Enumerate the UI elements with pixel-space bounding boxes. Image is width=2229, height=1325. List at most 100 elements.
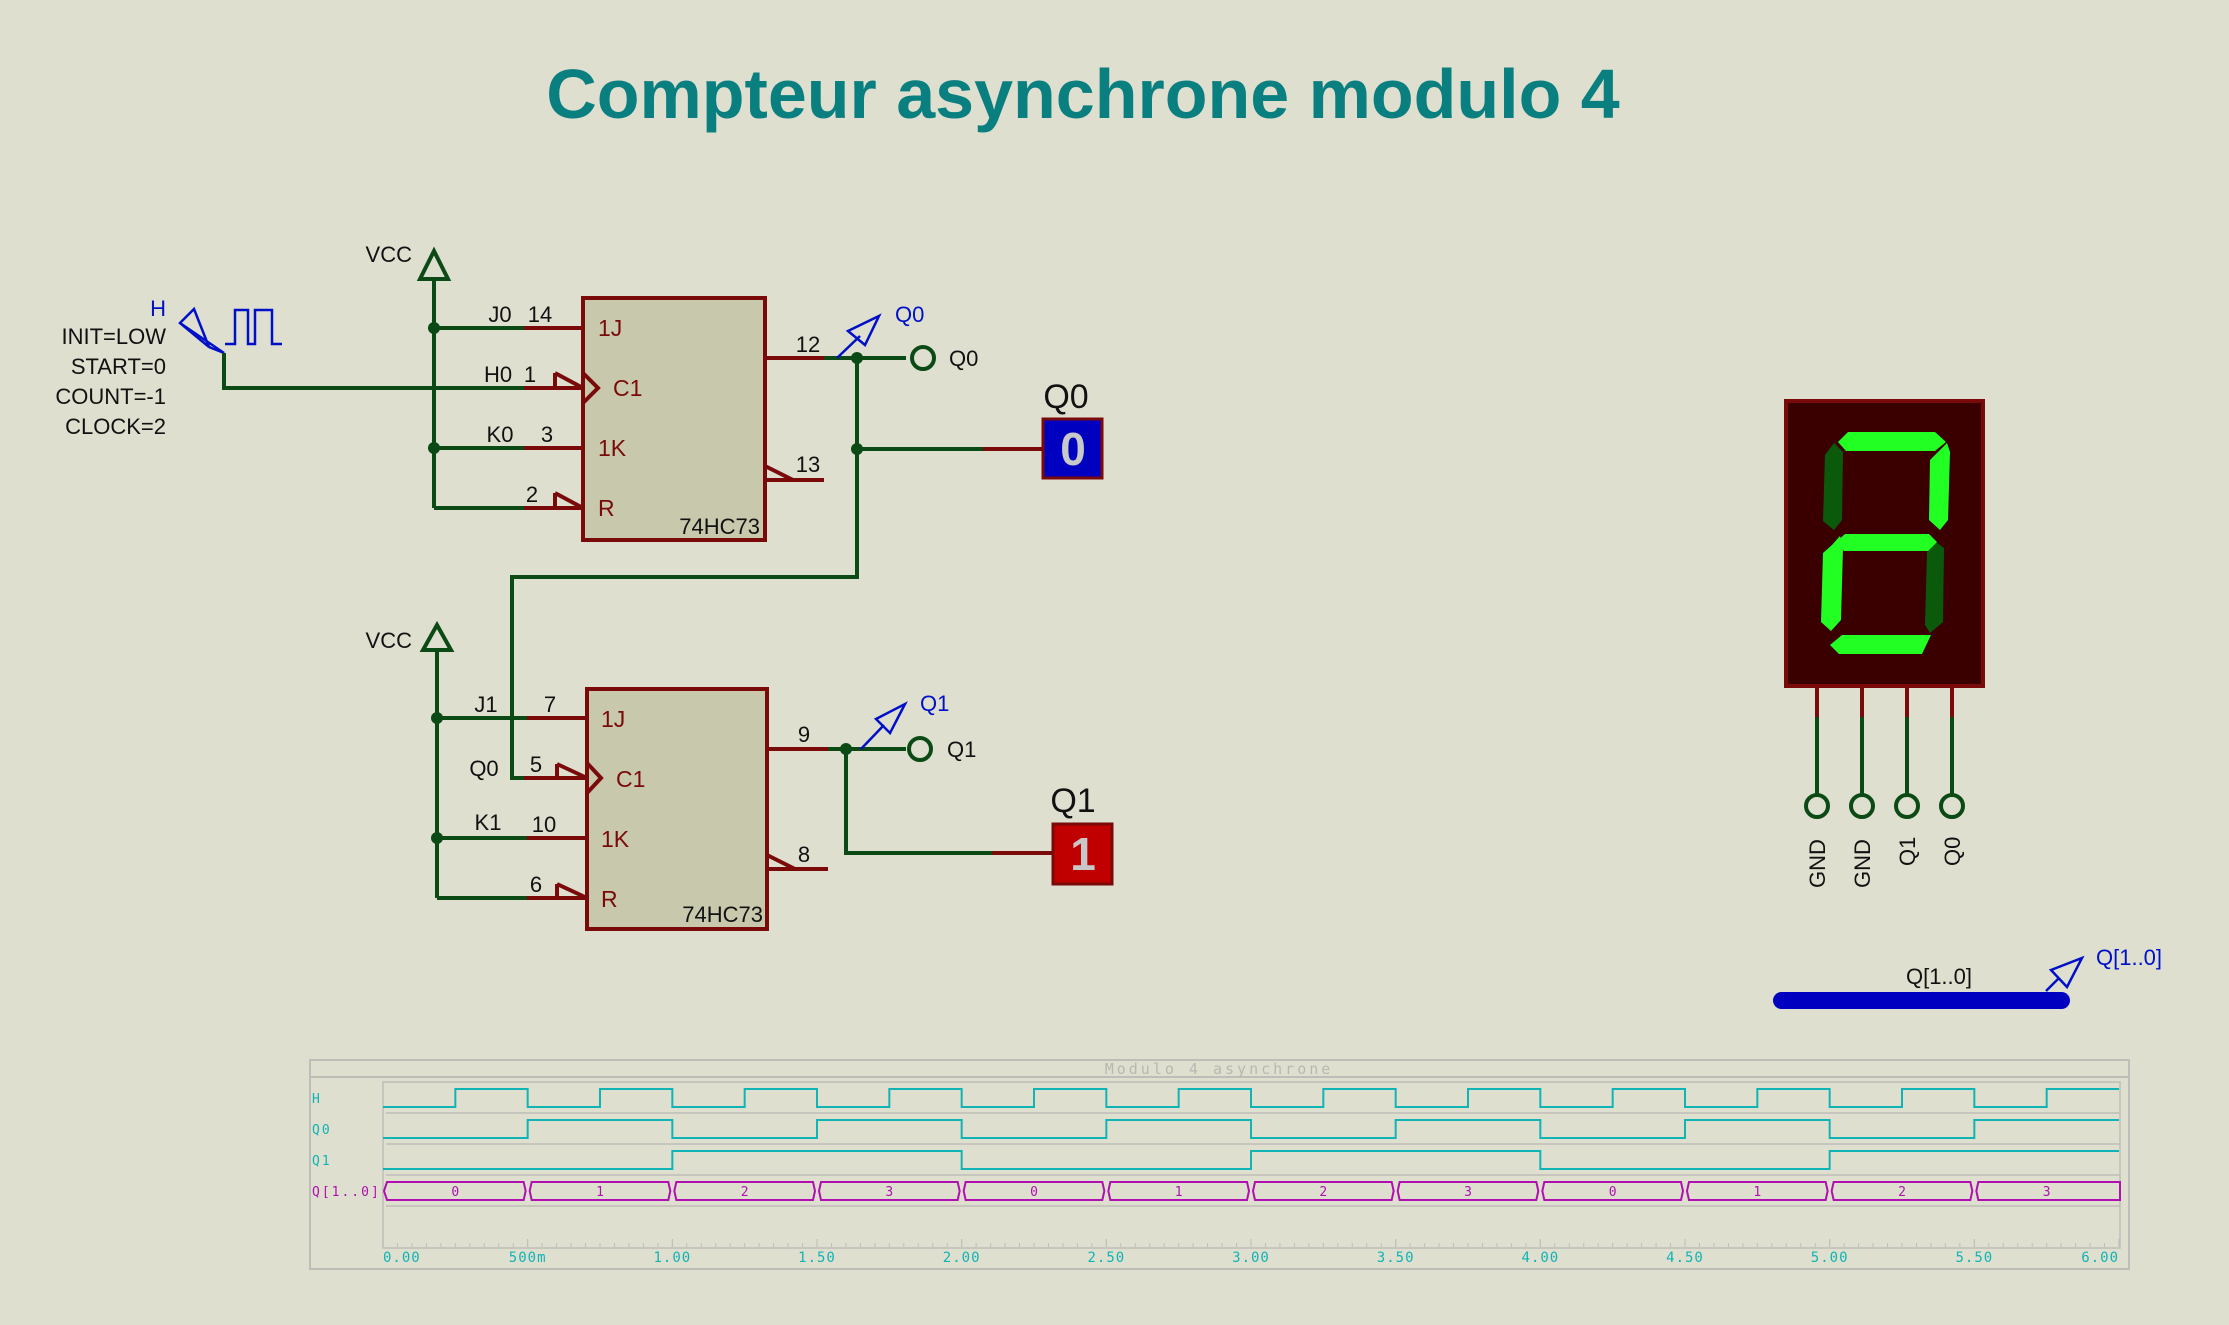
seven-segment-display[interactable]: GND GND Q1 Q0: [1784, 399, 1985, 888]
display-pins: [1815, 686, 1954, 795]
display-pin-label: GND: [1805, 839, 1830, 888]
bus-segment-value: 0: [451, 1185, 459, 1200]
power-arrow-icon: [416, 246, 452, 281]
junction-dot: [428, 322, 440, 334]
net-q1: [828, 743, 1052, 855]
pin-name-1j: 1J: [598, 315, 622, 341]
clock-generator-name: H: [150, 296, 166, 321]
bus-q10[interactable]: Q[1..0]: [1062, 964, 2070, 1009]
graph-frame: [309, 1059, 2130, 1270]
bus-segment-value: 1: [1175, 1185, 1183, 1200]
pin-number: 14: [528, 302, 552, 327]
clock-param-clock: CLOCK=2: [65, 414, 166, 439]
power-arrow-icon: [419, 620, 455, 652]
bus-segment-value: 2: [1319, 1185, 1327, 1200]
display-pin-label: Q0: [1940, 837, 1965, 866]
x-tick-label: 4.50: [1666, 1250, 1704, 1266]
pin-name-1k: 1K: [601, 826, 630, 852]
bus-segment: [1541, 1181, 1685, 1201]
pin-number: 3: [541, 422, 553, 447]
vcc-terminal-top[interactable]: VCC: [366, 242, 452, 281]
schematic-title: Compteur asynchrone modulo 4: [546, 55, 1620, 133]
bus-segment-value: 3: [1464, 1185, 1472, 1200]
bus-probe[interactable]: Q[1..0]: [2045, 945, 2162, 992]
bus-segment: [817, 1181, 961, 1201]
x-tick-label: 0.00: [383, 1250, 421, 1266]
display-pin-label: GND: [1850, 839, 1875, 888]
bus-segment: [673, 1181, 817, 1201]
segment-a: [1838, 432, 1946, 451]
bus-segment-value: 0: [1030, 1185, 1038, 1200]
bus-wire: [1773, 992, 2070, 1009]
bus-segment: [1830, 1181, 1974, 1201]
display-terminal-q0[interactable]: Q0: [1939, 793, 1965, 866]
display-terminal-gnd-1[interactable]: GND: [1804, 793, 1830, 888]
bus-segment: [1975, 1181, 2121, 1201]
pin-number: 10: [532, 812, 556, 837]
pin-name-c1: C1: [616, 766, 645, 792]
pin-number: 7: [544, 692, 556, 717]
pin-number: 6: [530, 872, 542, 897]
net-q0: [510, 352, 1042, 780]
pin-number: 9: [798, 722, 810, 747]
display-terminal-gnd-2[interactable]: GND: [1849, 793, 1875, 888]
junction-dot: [428, 442, 440, 454]
logic-probe-q0-box: [1041, 417, 1104, 480]
pin-number: 5: [530, 752, 542, 777]
bus-segment: [528, 1181, 672, 1201]
clock-param-start: START=0: [71, 354, 166, 379]
x-tick-label: 500m: [509, 1250, 547, 1266]
trace-label: Q0: [312, 1123, 332, 1138]
junction-dot: [851, 352, 863, 364]
segment-g: [1836, 534, 1937, 551]
segment-b: [1929, 443, 1950, 530]
x-tick-label: 3.00: [1232, 1250, 1270, 1266]
terminal-q0[interactable]: Q0: [910, 345, 978, 371]
pin-number: 2: [526, 482, 538, 507]
bus-segment-value: 2: [1898, 1185, 1906, 1200]
clock-param-count: COUNT=-1: [55, 384, 166, 409]
voltage-probe-q0[interactable]: Q0: [836, 302, 924, 359]
logic-probe-q0-label: Q0: [1043, 378, 1088, 416]
bus-segment-value: 2: [741, 1185, 749, 1200]
flipflop-u1[interactable]: 1J C1 1K R 14 1 3 2 J0 H0 K0 12 13 74HC7…: [484, 296, 824, 542]
terminal-circle-icon: [1939, 793, 1965, 819]
voltage-probe-q1[interactable]: Q1: [860, 691, 949, 750]
display-pin-label: Q1: [1895, 837, 1920, 866]
voltage-probe-q0-label: Q0: [895, 302, 924, 327]
net-label: K1: [475, 810, 502, 835]
graph-title: Modulo 4 asynchrone: [1105, 1060, 1334, 1078]
logic-probe-q1[interactable]: Q1 1: [1050, 782, 1114, 886]
vcc-label-bottom: VCC: [366, 628, 413, 653]
pin-name-1k: 1K: [598, 435, 627, 461]
net-label: J0: [488, 302, 511, 327]
pin-name-r: R: [598, 495, 615, 521]
logic-probe-q0[interactable]: Q0 0: [1041, 378, 1104, 480]
flipflop-u1-body: [581, 296, 767, 542]
pin-number: 8: [798, 842, 810, 867]
vcc-terminal-bottom[interactable]: VCC: [366, 620, 455, 653]
terminal-q0-label: Q0: [949, 346, 978, 371]
trace-h: [383, 1088, 2119, 1108]
clock-generator[interactable]: H INIT=LOW START=0 COUNT=-1 CLOCK=2: [55, 296, 282, 439]
trace-label: Q[1..0]: [312, 1185, 381, 1200]
net-label: H0: [484, 362, 512, 387]
terminal-circle-icon: [1894, 793, 1920, 819]
terminal-q1[interactable]: Q1: [907, 736, 976, 762]
x-tick-label: 2.00: [943, 1250, 981, 1266]
trace-q1: [383, 1150, 2119, 1170]
junction-dot: [840, 743, 852, 755]
display-terminal-q1[interactable]: Q1: [1894, 793, 1920, 866]
clock-param-init: INIT=LOW: [61, 324, 166, 349]
bus-segment-value: 1: [596, 1185, 604, 1200]
flipflop-u2[interactable]: 1J C1 1K R 7 5 10 6 J1 Q0 K1 9 8 74HC73: [469, 687, 828, 931]
probe-arrow-icon: [860, 724, 885, 750]
probe-arrow-icon: [836, 335, 861, 359]
segment-e: [1821, 536, 1843, 631]
clock-edge-icon: [581, 371, 601, 405]
bus-label: Q[1..0]: [1906, 964, 1972, 989]
trace-label: Q1: [312, 1154, 332, 1169]
